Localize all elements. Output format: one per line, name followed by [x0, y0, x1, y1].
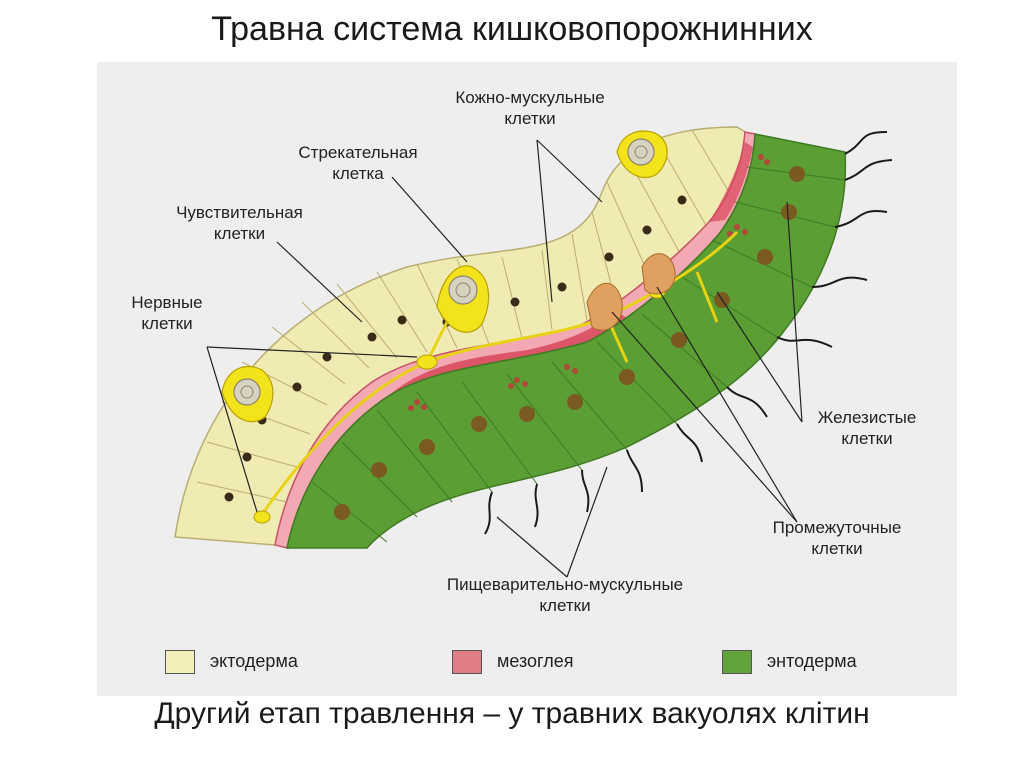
label-glandular-cells: Железистые клетки: [797, 407, 937, 449]
slide-caption: Другий етап травлення – у травних вакуол…: [0, 697, 1024, 731]
slide-title: Травна система кишковопорожнинних: [0, 10, 1024, 49]
label-sensory-cells: Чувствительная клетки: [152, 202, 327, 244]
diagram-figure: Кожно-мускульные клетки Стрекательная кл…: [97, 62, 957, 696]
legend-swatch-ectoderm: [165, 650, 195, 674]
legend-swatch-mesoglea: [452, 650, 482, 674]
legend-label-mesoglea: мезоглея: [497, 651, 573, 672]
label-stinging-cell: Стрекательная клетка: [273, 142, 443, 184]
label-skin-muscle-cells: Кожно-мускульные клетки: [425, 87, 635, 129]
label-nerve-cells: Нервные клетки: [117, 292, 217, 334]
legend-label-ectoderm: эктодерма: [210, 651, 298, 672]
legend-label-endoderm: энтодерма: [767, 651, 857, 672]
label-digestive-muscle-cells: Пищеварительно-мускульные клетки: [415, 574, 715, 616]
label-intermediate-cells: Промежуточные клетки: [757, 517, 917, 559]
legend-swatch-endoderm: [722, 650, 752, 674]
